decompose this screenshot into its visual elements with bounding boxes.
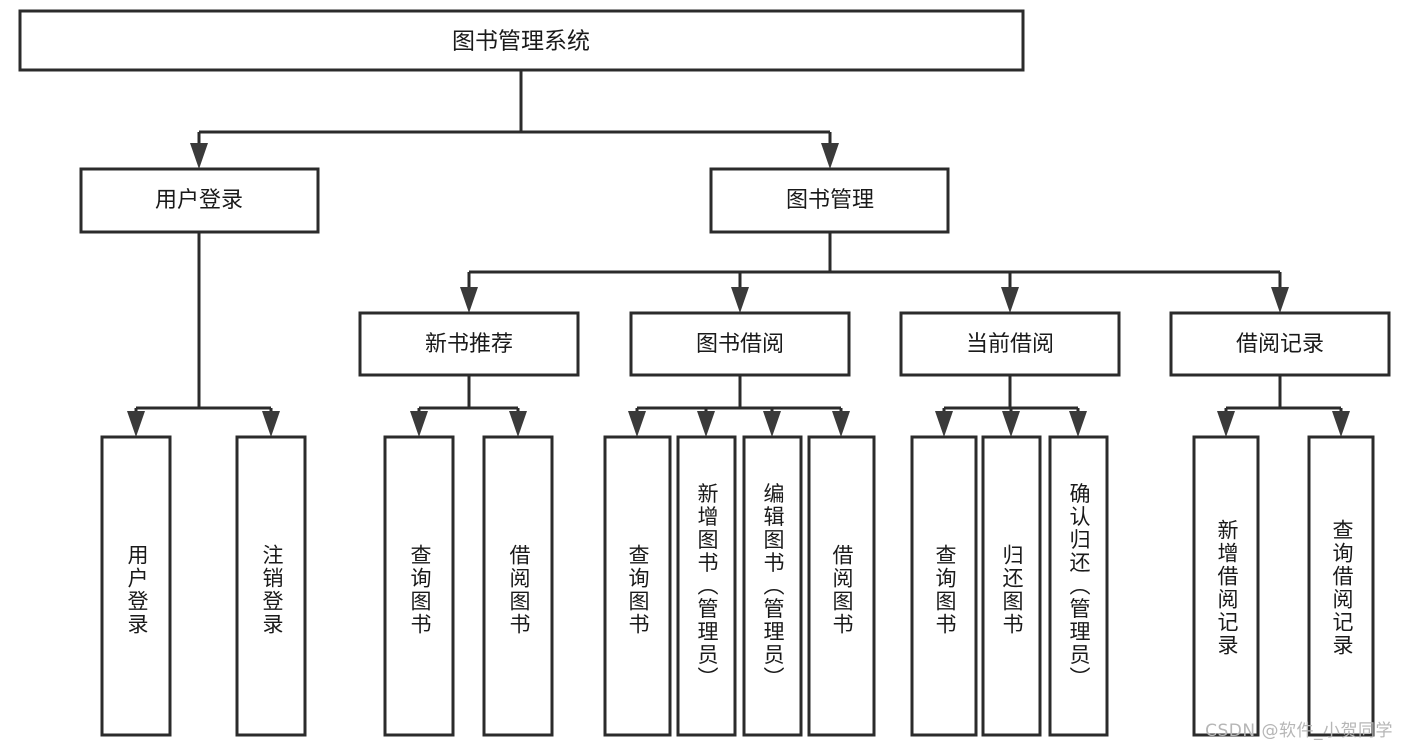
node-borrow-record-label: 借阅记录 [1236, 332, 1324, 357]
leaf-borrow-book-2[interactable]: 借阅图书 [807, 435, 876, 737]
leaf-user-login[interactable]: 用户登录 [100, 435, 172, 737]
leaf-query-book-3-box[interactable] [910, 435, 978, 737]
leaf-query-book-1-label: 查询图书 [408, 544, 432, 636]
arrow-currentborrow-leaf2-icon [1002, 411, 1020, 437]
leaf-add-record[interactable]: 新增借阅记录 [1192, 435, 1260, 737]
node-current-borrow-box[interactable] [899, 311, 1121, 377]
leaf-logout[interactable]: 注销登录 [235, 435, 307, 737]
connectors-bookmanage-to-level2 [460, 232, 1289, 313]
leaf-user-login-label: 用户登录 [125, 544, 149, 636]
leaf-query-book-2-label: 查询图书 [626, 544, 650, 636]
node-user-login-label: 用户登录 [155, 188, 243, 213]
node-new-book-recommend[interactable]: 新书推荐 [358, 311, 580, 377]
node-book-borrow-box[interactable] [629, 311, 851, 377]
arrow-to-user-login-icon [190, 143, 208, 169]
leaf-return-book[interactable]: 归还图书 [981, 435, 1042, 737]
leaf-borrow-book-2-box[interactable] [807, 435, 876, 737]
arrow-borrowrecord-leaf2-icon [1332, 411, 1350, 437]
leaf-confirm-return[interactable]: 确认归还（管理员） [1048, 435, 1109, 737]
node-current-borrow[interactable]: 当前借阅 [899, 311, 1121, 377]
leaf-query-book-1-box[interactable] [383, 435, 455, 737]
arrow-to-borrowrecord-icon [1271, 287, 1289, 313]
node-book-manage-label: 图书管理 [786, 188, 874, 213]
leaf-query-record-label: 查询借阅记录 [1330, 519, 1354, 657]
leaf-borrow-book-1-box[interactable] [482, 435, 554, 737]
leaf-edit-book[interactable]: 编辑图书（管理员） [742, 435, 803, 737]
leaf-add-book[interactable]: 新增图书（管理员） [676, 435, 737, 737]
connectors-userlogin-to-leaves [127, 232, 280, 437]
arrow-newbook-leaf1-icon [410, 411, 428, 437]
arrow-to-currentborrow-icon [1001, 287, 1019, 313]
leaf-edit-book-label: 编辑图书（管理员） [761, 483, 785, 690]
arrow-currentborrow-leaf3-icon [1069, 411, 1087, 437]
node-borrow-record[interactable]: 借阅记录 [1169, 311, 1391, 377]
leaf-logout-label: 注销登录 [260, 544, 284, 636]
leaf-add-record-label: 新增借阅记录 [1215, 519, 1239, 657]
leaf-borrow-book-1[interactable]: 借阅图书 [482, 435, 554, 737]
leaf-confirm-return-box[interactable] [1048, 435, 1109, 737]
leaf-query-book-1[interactable]: 查询图书 [383, 435, 455, 737]
leaf-query-book-3[interactable]: 查询图书 [910, 435, 978, 737]
arrow-userlogin-leaf2-icon [262, 411, 280, 437]
arrow-newbook-leaf2-icon [509, 411, 527, 437]
node-book-manage[interactable]: 图书管理 [709, 167, 950, 234]
leaf-edit-book-box[interactable] [742, 435, 803, 737]
node-current-borrow-label: 当前借阅 [966, 332, 1054, 357]
arrow-userlogin-leaf1-icon [127, 411, 145, 437]
connectors-currentborrow-to-leaves [935, 375, 1087, 437]
leaf-query-book-2[interactable]: 查询图书 [603, 435, 672, 737]
node-borrow-record-box[interactable] [1169, 311, 1391, 377]
node-user-login-box[interactable] [79, 167, 320, 234]
node-root-label: 图书管理系统 [452, 29, 590, 55]
node-new-book-recommend-box[interactable] [358, 311, 580, 377]
leaf-logout-box[interactable] [235, 435, 307, 737]
leaf-query-record[interactable]: 查询借阅记录 [1307, 435, 1375, 737]
arrow-bookborrow-leaf3-icon [763, 411, 781, 437]
connectors-bookborrow-to-leaves [628, 375, 850, 437]
leaf-add-book-label: 新增图书（管理员） [695, 483, 719, 690]
arrow-bookborrow-leaf2-icon [697, 411, 715, 437]
leaf-query-book-3-label: 查询图书 [933, 544, 957, 636]
leaf-return-book-box[interactable] [981, 435, 1042, 737]
leaf-borrow-book-1-label: 借阅图书 [507, 544, 531, 636]
leaf-query-book-2-box[interactable] [603, 435, 672, 737]
node-root[interactable]: 图书管理系统 [18, 9, 1025, 72]
leaf-confirm-return-label: 确认归还（管理员） [1067, 483, 1091, 690]
node-book-borrow[interactable]: 图书借阅 [629, 311, 851, 377]
node-book-borrow-label: 图书借阅 [696, 332, 784, 357]
leaf-user-login-box[interactable] [100, 435, 172, 737]
leaf-add-record-box[interactable] [1192, 435, 1260, 737]
arrow-to-book-manage-icon [821, 143, 839, 169]
arrow-to-bookborrow-icon [731, 287, 749, 313]
arrow-bookborrow-leaf4-icon [832, 411, 850, 437]
leaf-return-book-label: 归还图书 [1000, 544, 1024, 636]
arrow-currentborrow-leaf1-icon [935, 411, 953, 437]
arrow-to-newbook-icon [460, 287, 478, 313]
node-user-login[interactable]: 用户登录 [79, 167, 320, 234]
leaf-add-book-box[interactable] [676, 435, 737, 737]
connectors-newbook-to-leaves [410, 375, 527, 437]
connectors-root-to-level1 [190, 70, 839, 169]
node-new-book-recommend-label: 新书推荐 [425, 332, 513, 357]
leaf-borrow-book-2-label: 借阅图书 [830, 544, 854, 636]
connectors-borrowrecord-to-leaves [1217, 375, 1350, 437]
node-root-box[interactable] [18, 9, 1025, 72]
arrow-borrowrecord-leaf1-icon [1217, 411, 1235, 437]
leaf-query-record-box[interactable] [1307, 435, 1375, 737]
node-book-manage-box[interactable] [709, 167, 950, 234]
arrow-bookborrow-leaf1-icon [628, 411, 646, 437]
